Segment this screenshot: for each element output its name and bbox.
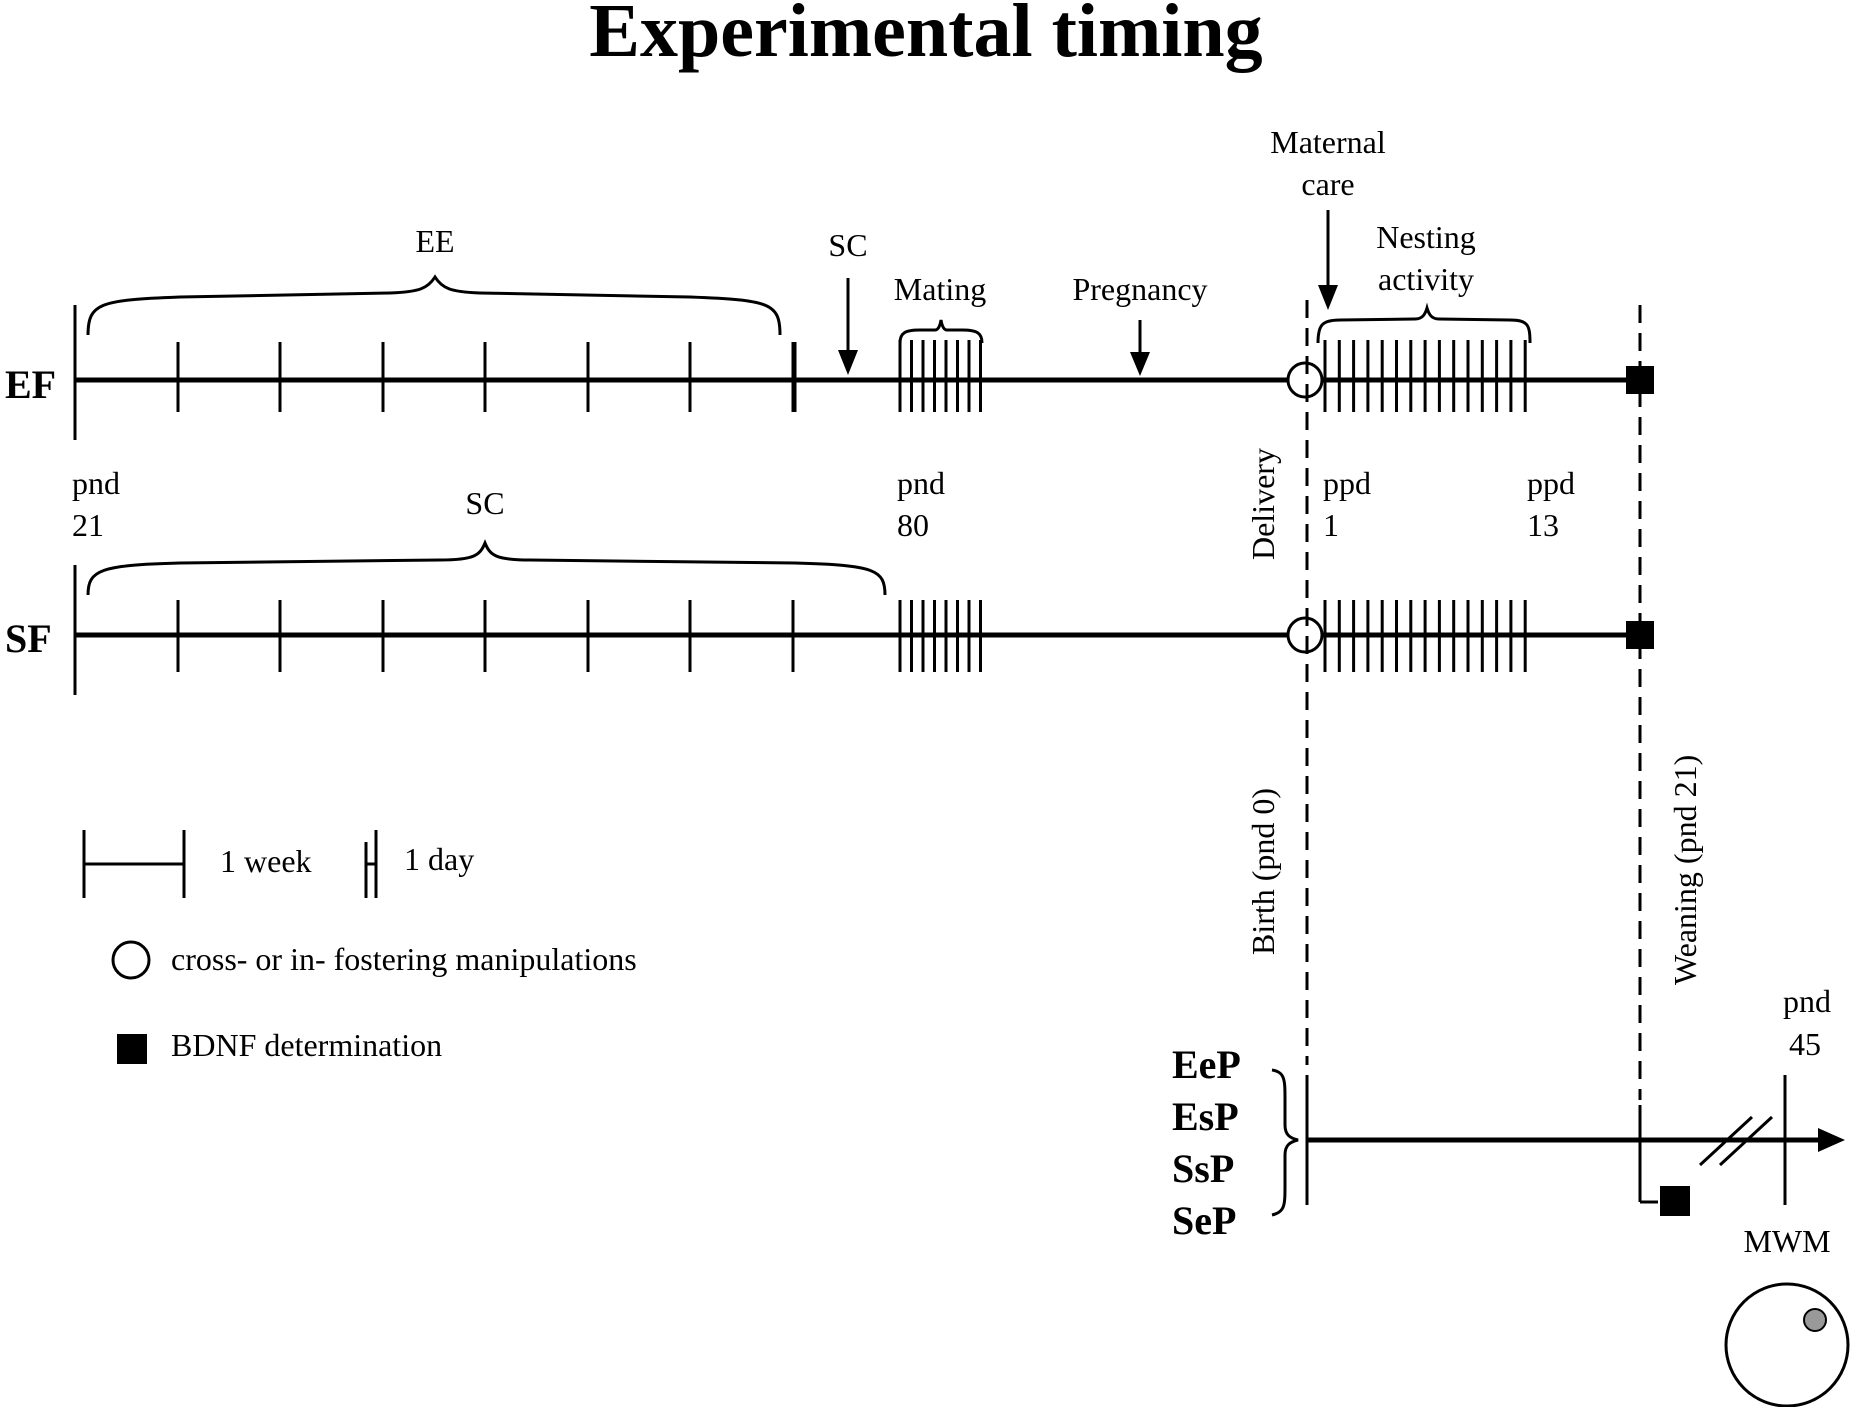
ppd13-label-line2: 13 xyxy=(1527,507,1559,543)
legend-day-label: 1 day xyxy=(404,841,474,877)
mating-brace xyxy=(898,319,984,344)
sc-arrow-head xyxy=(838,350,858,375)
sf-nesting-ticks xyxy=(1323,600,1527,672)
ppd1-label-line2: 1 xyxy=(1323,507,1339,543)
diagram-title: Experimental timing xyxy=(589,0,1262,73)
group-label-eep: EeP xyxy=(1172,1042,1241,1087)
maternal-care-label-line1: Maternal xyxy=(1270,124,1386,160)
ppd1-label-line1: ppd xyxy=(1323,465,1371,501)
ef-fostering-marker xyxy=(1286,361,1324,399)
legend-fostering-label: cross- or in- fostering manipulations xyxy=(171,941,637,977)
sf-week-ticks xyxy=(176,600,795,672)
pregnancy-label: Pregnancy xyxy=(1072,271,1207,307)
sf-row-label: SF xyxy=(5,616,52,661)
group-label-ssp: SsP xyxy=(1172,1146,1234,1191)
mwm-platform-icon xyxy=(1803,1308,1827,1332)
ef-timeline xyxy=(73,305,1654,440)
legend-fostering-icon xyxy=(111,940,151,980)
delivery-label: Delivery xyxy=(1245,448,1281,560)
ef-row-label: EF xyxy=(5,362,56,407)
group-label-sep: SeP xyxy=(1172,1198,1236,1243)
weaning-label: Weaning (pnd 21) xyxy=(1667,755,1703,985)
sf-mating-ticks xyxy=(898,600,982,672)
legend: 1 week 1 day cross- or in- fostering man… xyxy=(82,830,637,1064)
sc-brace-label: SC xyxy=(465,485,504,521)
legend-bdnf-label: BDNF determination xyxy=(171,1027,442,1063)
nesting-brace xyxy=(1316,302,1532,344)
mwm-label: MWM xyxy=(1743,1223,1830,1259)
ee-brace xyxy=(86,274,782,336)
mating-label: Mating xyxy=(894,271,986,307)
sc-arrow-label: SC xyxy=(828,227,867,263)
mwm-pool-icon xyxy=(1724,1282,1850,1407)
maternal-care-label-line2: care xyxy=(1301,166,1354,202)
group-label-esp: EsP xyxy=(1172,1094,1239,1139)
legend-week-label: 1 week xyxy=(220,843,312,879)
ef-mating-ticks xyxy=(898,340,982,412)
offspring-arrow-head xyxy=(1818,1128,1845,1152)
nesting-label-line1: Nesting xyxy=(1376,219,1476,255)
ef-nesting-ticks xyxy=(1323,340,1527,412)
offspring-bdnf-marker xyxy=(1660,1186,1690,1216)
pnd80-label-line1: pnd xyxy=(897,465,945,501)
axis-break-1 xyxy=(1698,1115,1754,1167)
sf-timeline xyxy=(73,565,1654,695)
pregnancy-arrow-head xyxy=(1130,352,1150,376)
pnd45-label-line2: 45 xyxy=(1789,1026,1821,1062)
maternal-care-arrow-head xyxy=(1318,285,1338,310)
ee-label: EE xyxy=(415,223,454,259)
pnd21-label-line1: pnd xyxy=(72,465,120,501)
sf-fostering-marker xyxy=(1286,616,1324,654)
nesting-label-line2: activity xyxy=(1378,261,1474,297)
ef-week-ticks xyxy=(176,342,797,412)
pnd80-label-line2: 80 xyxy=(897,507,929,543)
group-brace xyxy=(1271,1068,1299,1217)
offspring-timeline: EeP EsP SsP SeP pnd 45 MWM xyxy=(1172,983,1850,1407)
ppd13-label-line1: ppd xyxy=(1527,465,1575,501)
pnd45-label-line1: pnd xyxy=(1783,983,1831,1019)
birth-label: Birth (pnd 0) xyxy=(1245,788,1281,955)
legend-bdnf-icon xyxy=(117,1034,147,1064)
sc-brace xyxy=(86,539,887,596)
pnd21-label-line2: 21 xyxy=(72,507,104,543)
axis-break-2 xyxy=(1718,1115,1774,1167)
